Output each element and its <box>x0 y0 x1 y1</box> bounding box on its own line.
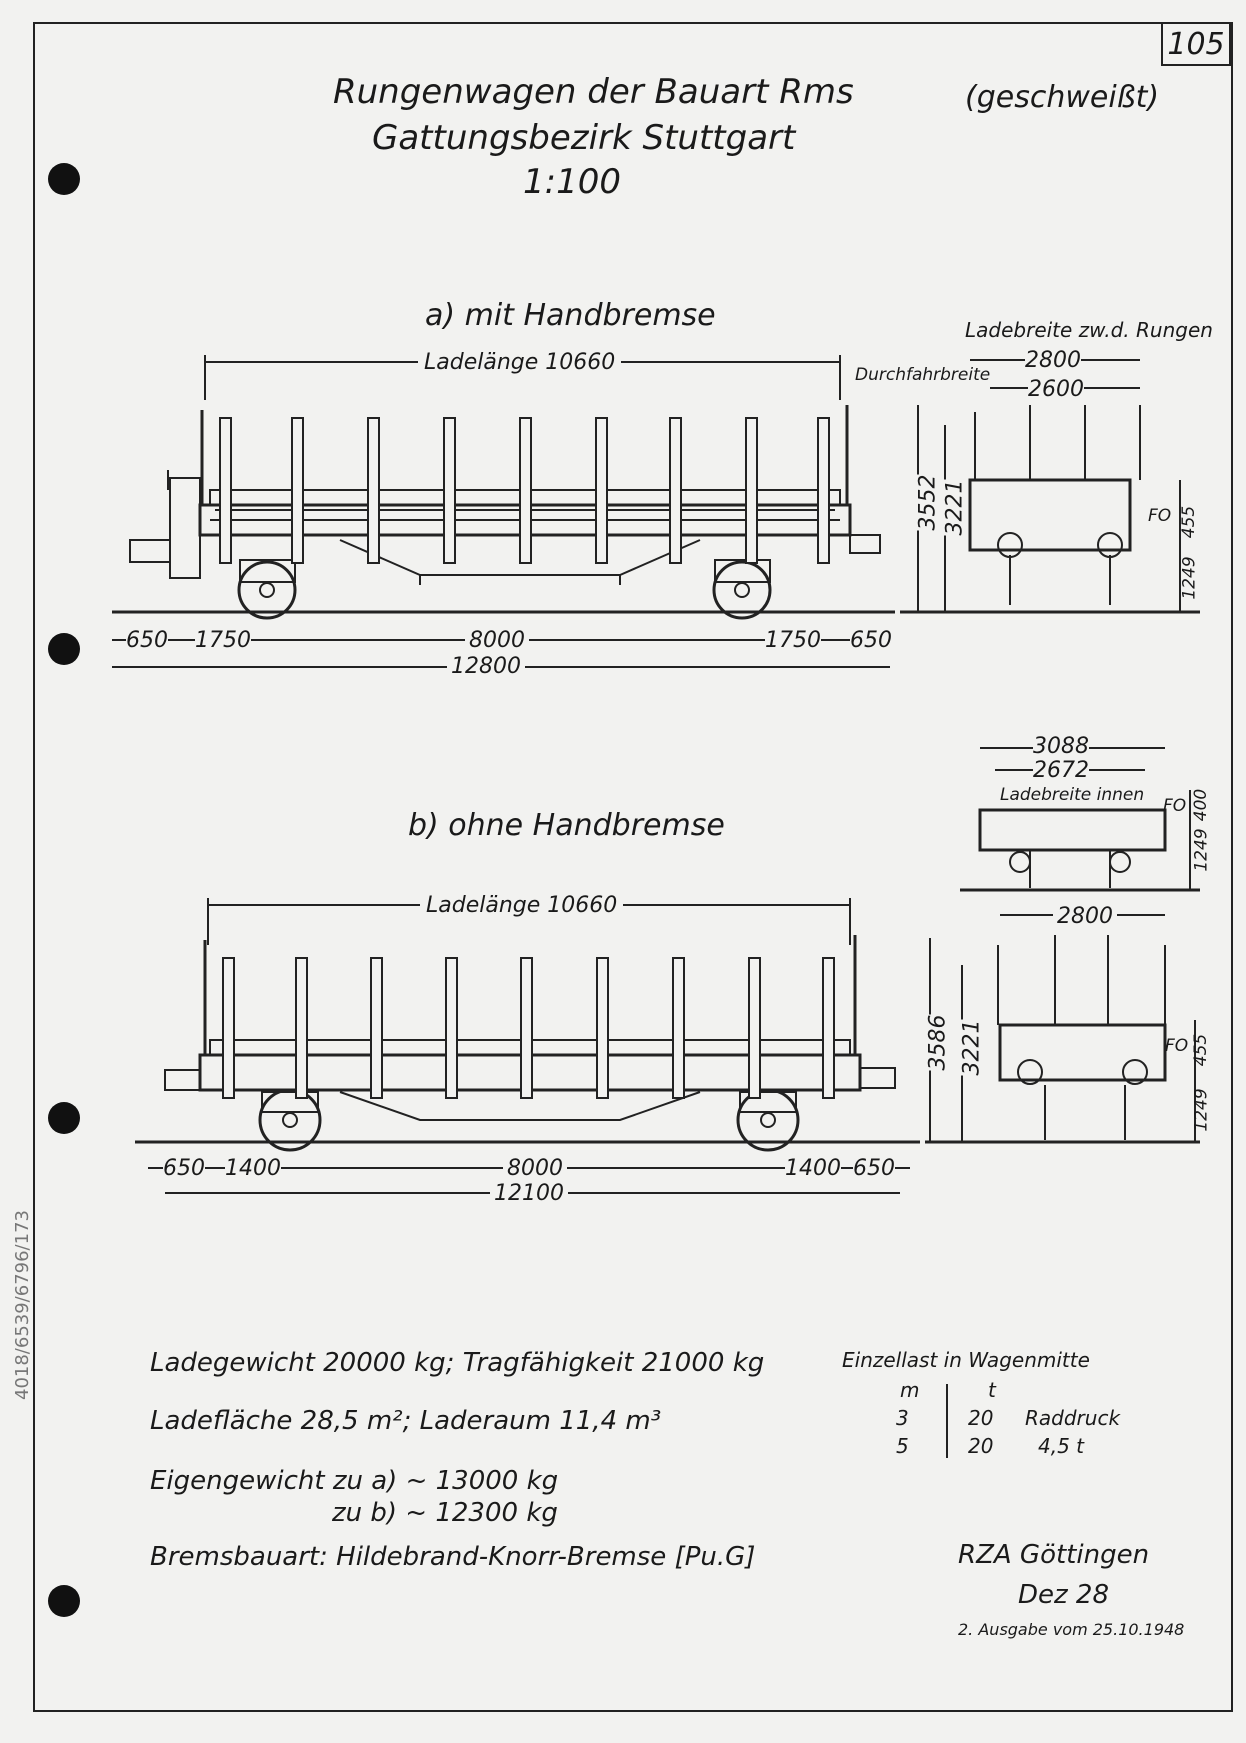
ladebreite-innen: Ladebreite innen <box>1000 785 1145 805</box>
ladelaenge-b: Ladelänge 10660 <box>420 893 624 918</box>
dim-b-3221: 3221 <box>959 1019 985 1076</box>
punch-hole <box>48 1585 80 1617</box>
dim-b-2800: 2800 <box>1053 904 1117 929</box>
dim-b-1249-top: 1249 <box>1191 828 1212 872</box>
fo-a: FO <box>1148 506 1172 526</box>
dim-a-1249: 1249 <box>1179 556 1200 600</box>
stakes-b <box>222 957 835 1099</box>
dim-b-400: 400 <box>1191 788 1212 822</box>
dim-a-2800: 2800 <box>1025 348 1081 373</box>
dim-b-1400-left: 1400 <box>225 1156 281 1181</box>
dim-b-12100: 12100 <box>490 1181 568 1206</box>
title-line1: Rungenwagen der Bauart Rms <box>333 72 854 112</box>
raddruck-label: Raddruck <box>1025 1406 1121 1430</box>
footer-ausgabe: 2. Ausgabe vom 25.10.1948 <box>958 1620 1185 1639</box>
dim-a-650-right: 650 <box>850 628 892 653</box>
dim-a-3221: 3221 <box>942 479 968 536</box>
dim-b-2672: 2672 <box>1033 758 1089 783</box>
dim-a-12800: 12800 <box>447 654 525 679</box>
dim-b-650-left: 650 <box>163 1156 205 1181</box>
variant-a-label: a) mit Handbremse <box>425 298 716 333</box>
fo-b: FO <box>1165 1036 1189 1056</box>
spec-bremsbauart: Bremsbauart: Hildebrand-Knorr-Bremse [Pu… <box>150 1542 756 1572</box>
spec-eigengewicht-a: Eigengewicht zu a) ~ 13000 kg <box>150 1466 559 1496</box>
footer-office: RZA Göttingen <box>958 1540 1150 1570</box>
punch-hole <box>48 1102 80 1134</box>
einzellast-row2-m: 5 <box>896 1434 909 1458</box>
dim-a-650-left: 650 <box>126 628 168 653</box>
einzellast-col-m: m <box>900 1378 920 1402</box>
dim-b-3088: 3088 <box>1033 734 1089 759</box>
dim-a-455: 455 <box>1179 505 1200 539</box>
dim-a-3552: 3552 <box>915 474 941 531</box>
ladebreite-label: Ladebreite zw.d. Rungen <box>965 318 1213 342</box>
einzellast-row1-t: 20 <box>968 1406 994 1430</box>
title-line2: Gattungsbezirk Stuttgart <box>372 118 796 158</box>
dim-a-8000: 8000 <box>465 628 529 653</box>
einzellast-col-t: t <box>988 1378 996 1402</box>
punch-hole <box>48 163 80 195</box>
page-frame <box>33 22 1233 1712</box>
ladelaenge-a: Ladelänge 10660 <box>418 350 622 375</box>
punch-hole <box>48 633 80 665</box>
spec-ladegewicht: Ladegewicht 20000 kg; Tragfähigkeit 2100… <box>150 1348 765 1378</box>
einzellast-title: Einzellast in Wagenmitte <box>842 1348 1090 1372</box>
variant-b-label: b) ohne Handbremse <box>408 808 725 843</box>
dim-b-650-right: 650 <box>853 1156 895 1181</box>
dim-b-1249: 1249 <box>1191 1088 1212 1132</box>
raddruck-value: 4,5 t <box>1038 1434 1085 1458</box>
dim-b-455: 455 <box>1191 1033 1212 1067</box>
einzellast-row2-t: 20 <box>968 1434 994 1458</box>
title-note: (geschweißt) <box>965 80 1160 115</box>
dim-b-8000: 8000 <box>503 1156 567 1181</box>
footer-dez: Dez 28 <box>1018 1580 1110 1610</box>
stakes-a <box>219 417 830 564</box>
dim-a-1750-right: 1750 <box>765 628 821 653</box>
einzellast-row1-m: 3 <box>896 1406 909 1430</box>
spec-eigengewicht-b: zu b) ~ 12300 kg <box>332 1498 558 1528</box>
title-scale: 1:100 <box>523 162 621 202</box>
dim-b-1400-right: 1400 <box>785 1156 841 1181</box>
durchfahrbreite-label: Durchfahrbreite <box>855 365 991 385</box>
spec-ladeflaeche: Ladefläche 28,5 m²; Laderaum 11,4 m³ <box>150 1406 662 1436</box>
fo-b-top: FO <box>1163 796 1187 816</box>
wagon-b-end <box>925 914 1200 1144</box>
dim-b-3586: 3586 <box>925 1014 951 1071</box>
dim-a-1750-left: 1750 <box>195 628 251 653</box>
page-number: 105 <box>1161 22 1231 66</box>
dim-a-2600: 2600 <box>1028 377 1084 402</box>
